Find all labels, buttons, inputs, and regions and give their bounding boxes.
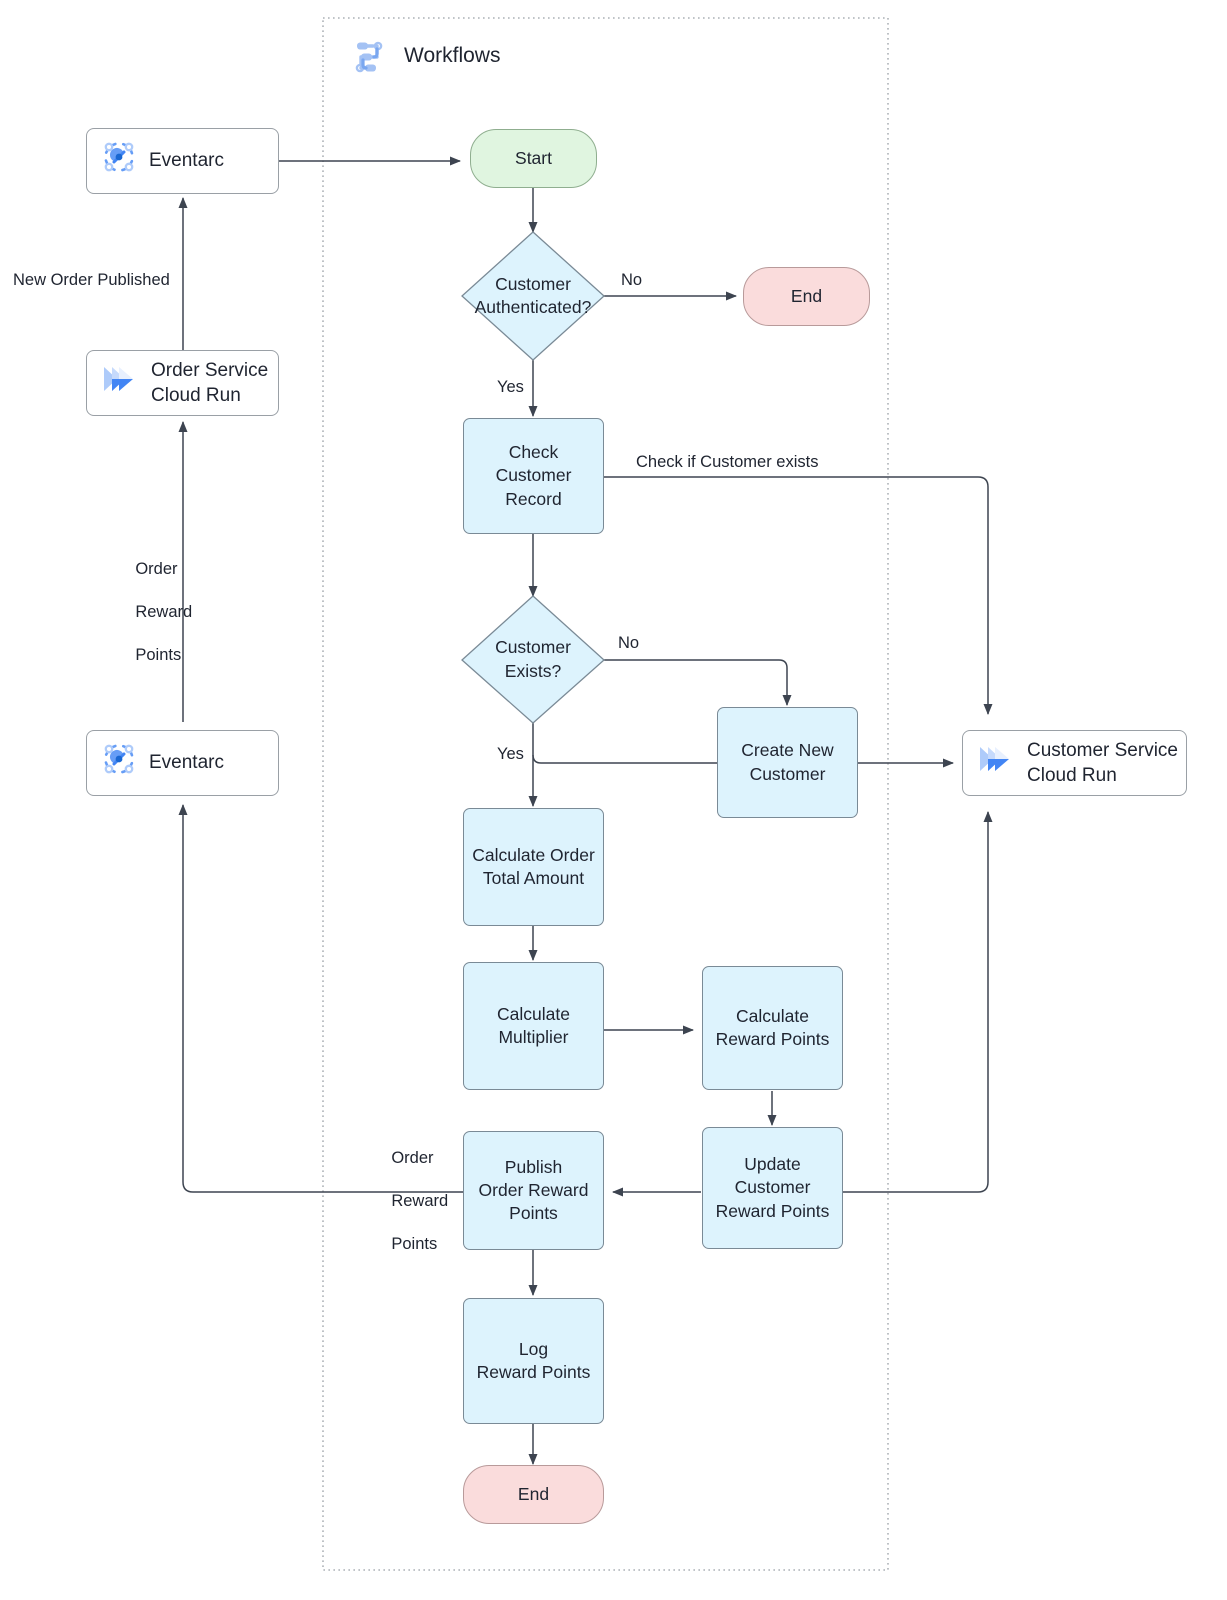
node-check-customer-record[interactable]: Check Customer Record — [463, 418, 604, 534]
node-publish-order-reward-points[interactable]: Publish Order Reward Points — [463, 1131, 604, 1250]
edge-label-new-order-published: New Order Published — [13, 271, 170, 289]
node-order-service-cloud-run[interactable]: Order Service Cloud Run — [86, 350, 279, 416]
orp-mid-line2: Reward — [391, 1192, 449, 1211]
edge-label-auth-no: No — [621, 271, 643, 289]
customer-exists-line2: Exists? — [504, 660, 562, 681]
log-reward-points-label: Log Reward Points — [477, 1338, 591, 1384]
cloud-run-icon — [975, 739, 1017, 786]
edge-label-order-reward-points-mid: Order Reward Points — [373, 1127, 448, 1277]
node-customer-authenticated[interactable]: Customer Authenticated? — [462, 232, 604, 360]
order-service-line1: Order Service — [151, 359, 269, 381]
calculate-order-total-line1: Calculate Order — [472, 844, 595, 865]
calculate-reward-points-line1: Calculate — [736, 1005, 809, 1026]
check-customer-record-line2: Customer — [495, 465, 572, 486]
eventarc-bottom-label: Eventarc — [149, 752, 224, 774]
edge-publish-to-eventarc-bottom — [178, 804, 463, 1193]
orp-mid-line1: Order — [391, 1149, 434, 1168]
edge-label-order-reward-points-left: Order Reward Points — [117, 538, 192, 688]
update-customer-reward-points-line1: Update — [744, 1154, 801, 1175]
publish-order-reward-points-label: Publish Order Reward Points — [479, 1156, 589, 1225]
check-customer-record-label: Check Customer Record — [496, 441, 572, 510]
publish-order-reward-points-line2: Order Reward — [478, 1179, 589, 1200]
node-calculate-order-total[interactable]: Calculate Order Total Amount — [463, 808, 604, 926]
workflows-container-label: Workflows — [404, 44, 501, 67]
calculate-order-total-line2: Total Amount — [482, 868, 585, 888]
customer-service-cloud-run-label: Customer Service Cloud Run — [1027, 738, 1178, 788]
node-log-reward-points[interactable]: Log Reward Points — [463, 1298, 604, 1424]
update-customer-reward-points-label: Update Customer Reward Points — [716, 1153, 830, 1222]
update-customer-reward-points-line2: Customer — [734, 1177, 811, 1198]
decision-customer-exists-shape — [461, 595, 605, 724]
orp-left-line3: Points — [135, 646, 182, 665]
end-auth-fail-label: End — [790, 285, 823, 306]
decision-shapes — [461, 231, 605, 724]
node-start[interactable]: Start — [470, 129, 597, 188]
node-end-auth-fail[interactable]: End — [743, 267, 870, 326]
customer-service-line2: Cloud Run — [1027, 765, 1117, 786]
calculate-reward-points-line2: Reward Points — [715, 1029, 830, 1049]
edge-update-to-customer-service — [843, 811, 993, 1193]
update-customer-reward-points-line3: Reward Points — [715, 1200, 830, 1221]
edge-label-exists-yes: Yes — [497, 745, 524, 763]
calculate-multiplier-line1: Calculate — [497, 1003, 570, 1024]
start-label: Start — [515, 147, 552, 168]
workflows-icon — [347, 35, 391, 79]
publish-order-reward-points-line3: Points — [509, 1203, 558, 1224]
eventarc-icon — [99, 137, 139, 184]
edge-check-to-customer-service — [604, 476, 993, 715]
node-create-new-customer[interactable]: Create New Customer — [717, 707, 858, 818]
node-calculate-reward-points[interactable]: Calculate Reward Points — [702, 966, 843, 1090]
node-eventarc-top[interactable]: Eventarc — [86, 128, 279, 194]
customer-authenticated-label: Customer Authenticated? — [462, 232, 604, 360]
create-new-customer-line1: Create New — [741, 740, 834, 761]
create-new-customer-line2: Customer — [749, 763, 826, 784]
eventarc-icon — [99, 739, 139, 786]
log-reward-points-line1: Log — [518, 1338, 549, 1359]
create-new-customer-label: Create New Customer — [741, 739, 833, 785]
edge-label-exists-no: No — [618, 634, 640, 652]
publish-order-reward-points-line1: Publish — [504, 1156, 563, 1177]
check-customer-record-line1: Check — [508, 442, 559, 463]
node-update-customer-reward-points[interactable]: Update Customer Reward Points — [702, 1127, 843, 1249]
check-customer-record-line3: Record — [505, 488, 562, 509]
calculate-multiplier-label: Calculate Multiplier — [497, 1003, 570, 1049]
edge-label-check-if-customer-exists: Check if Customer exists — [636, 453, 819, 471]
workflows-container-border — [322, 17, 889, 1571]
order-service-line2: Cloud Run — [151, 385, 241, 406]
node-customer-exists[interactable]: Customer Exists? — [462, 596, 604, 723]
orp-mid-line3: Points — [391, 1235, 438, 1254]
order-service-cloud-run-label: Order Service Cloud Run — [151, 358, 268, 408]
node-customer-service-cloud-run[interactable]: Customer Service Cloud Run — [962, 730, 1187, 796]
node-end-final[interactable]: End — [463, 1465, 604, 1524]
log-reward-points-line2: Reward Points — [476, 1362, 591, 1382]
edge-exists-no-to-create — [604, 659, 792, 706]
node-calculate-multiplier[interactable]: Calculate Multiplier — [463, 962, 604, 1090]
calculate-multiplier-line2: Multiplier — [498, 1027, 569, 1047]
customer-authenticated-line2: Authenticated? — [474, 297, 592, 317]
customer-service-line1: Customer Service — [1027, 739, 1178, 761]
edge-label-auth-yes: Yes — [497, 378, 524, 396]
customer-exists-line1: Customer — [495, 637, 571, 658]
end-final-label: End — [517, 1483, 550, 1504]
orp-left-line1: Order — [135, 560, 178, 579]
orp-left-line2: Reward — [135, 603, 193, 622]
customer-exists-label: Customer Exists? — [462, 596, 604, 723]
customer-authenticated-line1: Customer — [495, 273, 571, 294]
node-eventarc-bottom[interactable]: Eventarc — [86, 730, 279, 796]
eventarc-top-label: Eventarc — [149, 150, 224, 172]
calculate-reward-points-label: Calculate Reward Points — [716, 1005, 830, 1051]
cloud-run-icon — [99, 359, 141, 406]
calculate-order-total-label: Calculate Order Total Amount — [472, 844, 595, 890]
decision-customer-authenticated-shape — [461, 231, 605, 361]
edge-yes-branch-elbow — [532, 754, 542, 764]
